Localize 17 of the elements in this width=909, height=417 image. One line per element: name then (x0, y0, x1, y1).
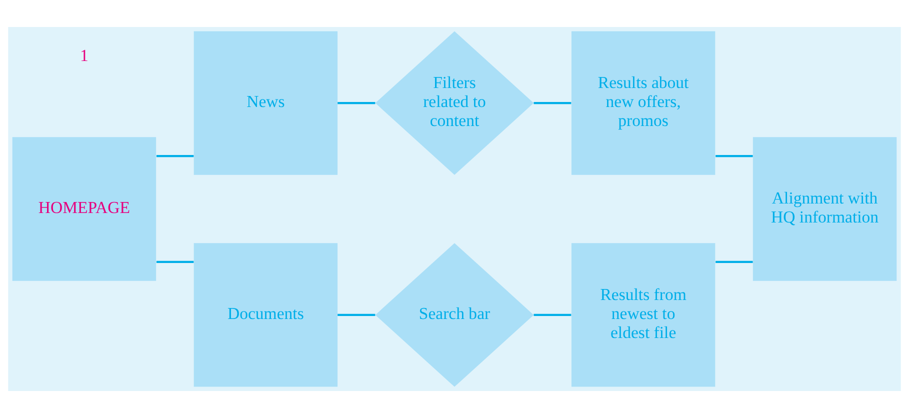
label: 1 (80, 45, 88, 64)
connector (338, 102, 376, 104)
node-box: Results from newest to eldest file (571, 242, 716, 386)
node-diamond: Search bar (375, 242, 534, 386)
connector (716, 154, 753, 157)
connector (156, 260, 194, 263)
node-box: Documents (194, 242, 338, 386)
node-box: HOMEPAGE (12, 136, 156, 280)
connector (534, 102, 572, 104)
node-box: Results about new offers, promos (571, 30, 716, 174)
node-box: News (194, 30, 338, 174)
connector (534, 313, 572, 316)
connector (716, 260, 753, 263)
node-box: Alignment with HQ information (752, 136, 897, 280)
connector (156, 154, 194, 157)
node-diamond: Filters related to content (375, 30, 534, 174)
connector (338, 313, 376, 316)
